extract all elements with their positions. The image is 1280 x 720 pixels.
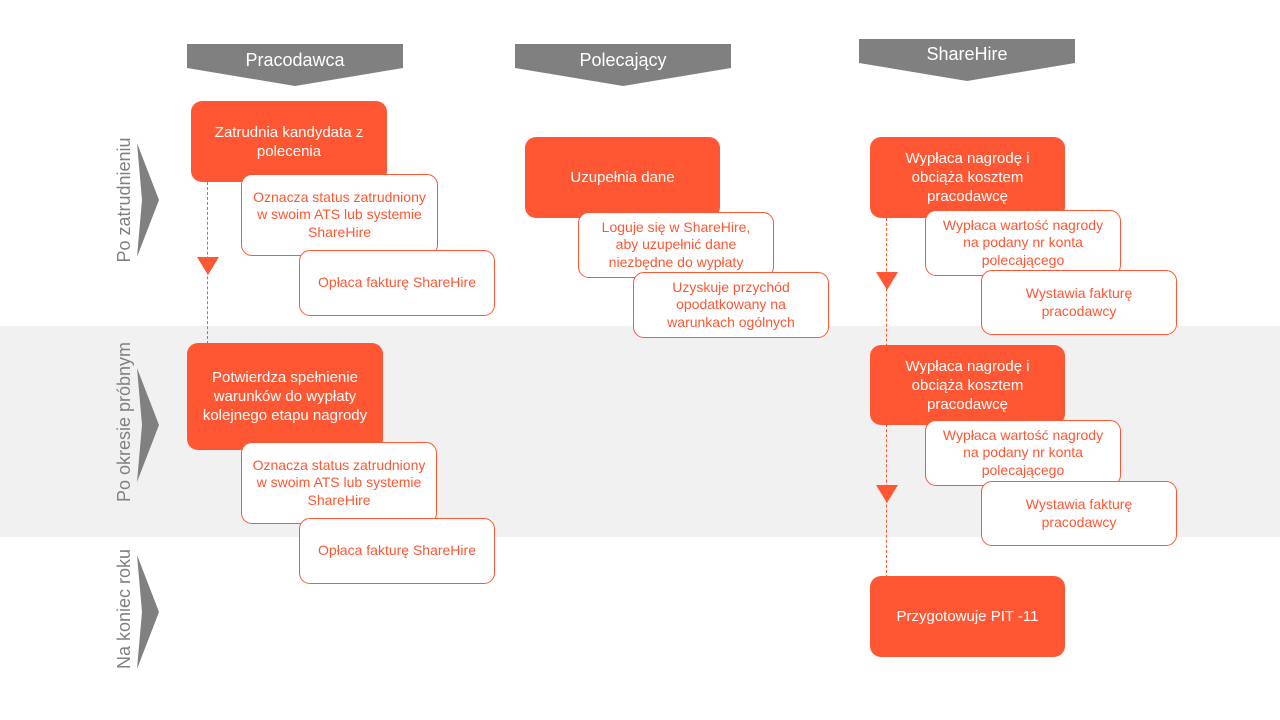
arrow-down-icon <box>876 485 898 503</box>
step-sharehire-issue-invoice: Wystawia fakturę pracodawcy <box>981 270 1177 335</box>
column-header-employer: Pracodawca <box>187 44 403 86</box>
step-sharehire-issue-invoice: Wystawia fakturę pracodawcy <box>981 481 1177 546</box>
row-chevron-icon <box>137 368 159 482</box>
row-chevron-icon <box>137 555 159 669</box>
row-chevron-icon <box>137 143 159 257</box>
row-label-after-hire: Po zatrudnieniu <box>114 137 134 263</box>
step-employer-invoice: Opłaca fakturę ShareHire <box>299 250 495 316</box>
column-header-referrer: Polecający <box>515 44 731 86</box>
row-label-after-probation: Po okresie próbnym <box>114 341 134 503</box>
step-referrer-login: Loguje się w ShareHire, aby uzupełnić da… <box>578 212 774 278</box>
step-sharehire-transfer: Wypłaca wartość nagrody na podany nr kon… <box>925 420 1121 486</box>
step-employer-status: Oznacza status zatrudniony w swoim ATS l… <box>241 174 438 256</box>
arrow-down-icon <box>876 272 898 290</box>
column-header-label: Pracodawca <box>245 50 345 70</box>
column-header-label: ShareHire <box>926 44 1008 64</box>
column-header-sharehire: ShareHire <box>859 39 1075 81</box>
step-employer-invoice: Opłaca fakturę ShareHire <box>299 518 495 584</box>
step-sharehire-pay-reward: Wypłaca nagrodę i obciąża kosztem pracod… <box>870 345 1065 425</box>
column-header-label: Polecający <box>579 50 667 70</box>
step-sharehire-transfer: Wypłaca wartość nagrody na podany nr kon… <box>925 210 1121 276</box>
step-referrer-fill-data: Uzupełnia dane <box>525 137 720 218</box>
step-sharehire-pit: Przygotowuje PIT -11 <box>870 576 1065 657</box>
step-sharehire-pay-reward: Wypłaca nagrodę i obciąża kosztem pracod… <box>870 137 1065 218</box>
step-employer-status: Oznacza status zatrudniony w swoim ATS l… <box>241 442 437 524</box>
step-employer-hire: Zatrudnia kandydata z polecenia <box>191 101 387 182</box>
step-employer-confirm: Potwierdza spełnienie warunków do wypłat… <box>187 343 383 450</box>
step-referrer-income: Uzyskuje przychód opodatkowany na warunk… <box>633 272 829 338</box>
row-label-year-end: Na koniec roku <box>114 548 134 670</box>
arrow-down-icon <box>197 257 219 275</box>
